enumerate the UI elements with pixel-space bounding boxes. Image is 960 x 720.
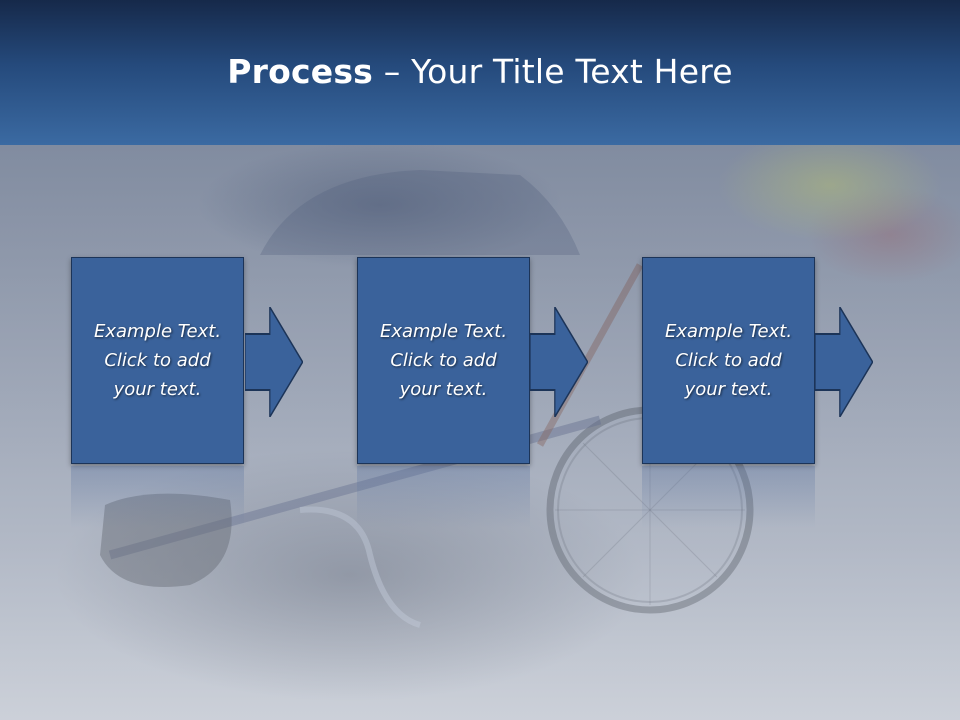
title-bold: Process [227, 52, 374, 91]
process-step-2[interactable]: Example Text. Click to add your text. [357, 257, 530, 464]
process-step-3[interactable]: Example Text. Click to add your text. [642, 257, 815, 464]
step-1-reflection [71, 466, 244, 528]
step-2-text[interactable]: Example Text. Click to add your text. [379, 321, 508, 400]
right-arrow-icon [815, 307, 873, 417]
step-3-reflection [642, 466, 815, 528]
slide-title[interactable]: Process – Your Title Text Here [227, 52, 733, 91]
title-bar: Process – Your Title Text Here [0, 0, 960, 145]
process-step-1[interactable]: Example Text. Click to add your text. [71, 257, 244, 464]
title-rest: – Your Title Text Here [373, 52, 733, 91]
step-2-reflection [357, 466, 530, 528]
right-arrow-icon [245, 307, 303, 417]
right-arrow-icon [530, 307, 588, 417]
step-1-text[interactable]: Example Text. Click to add your text. [93, 321, 222, 400]
step-3-text[interactable]: Example Text. Click to add your text. [664, 321, 793, 400]
